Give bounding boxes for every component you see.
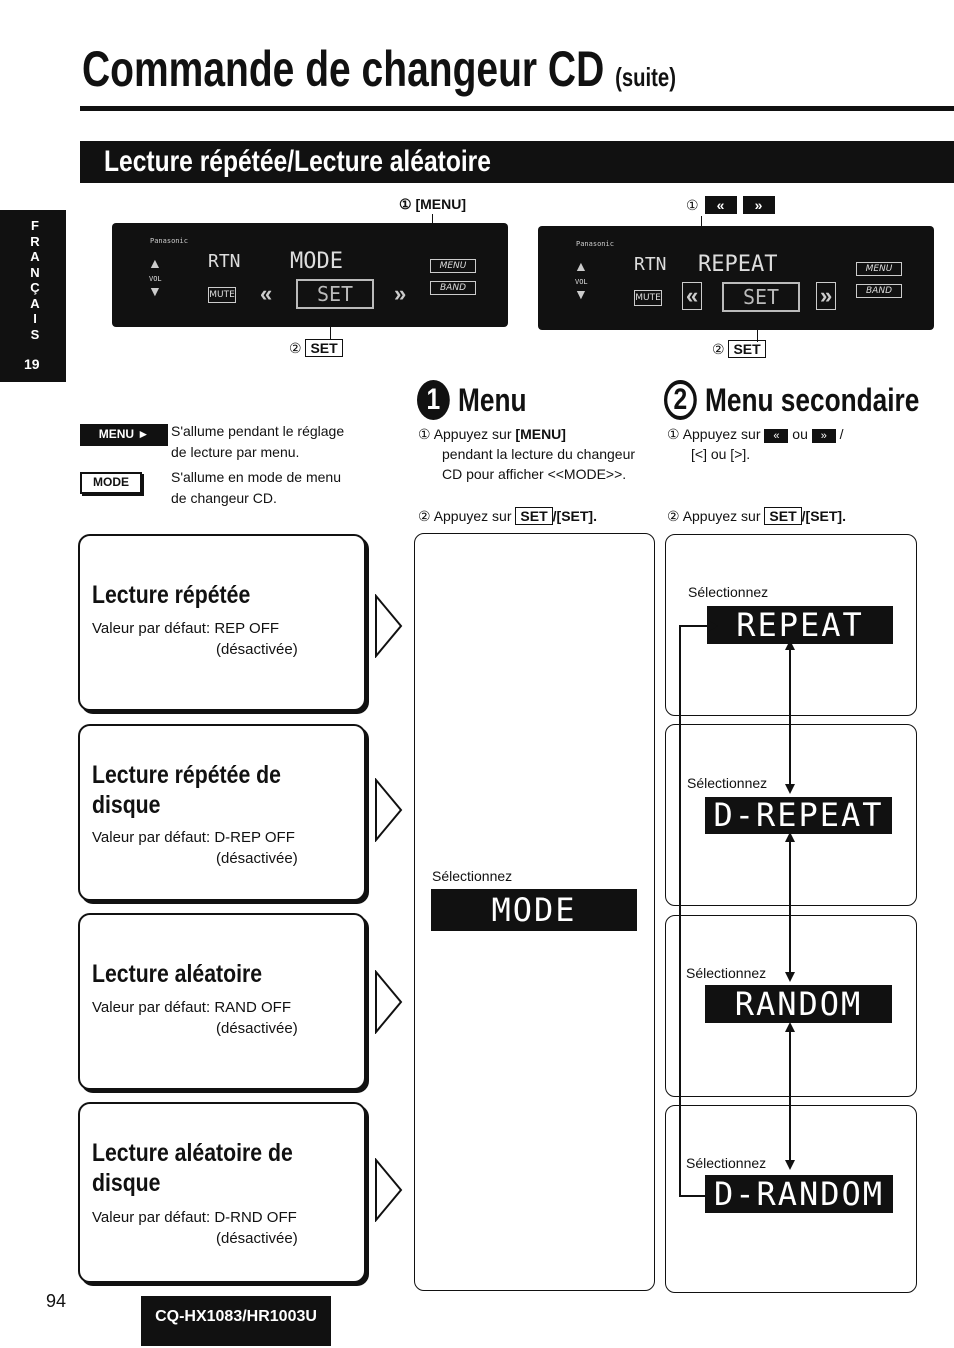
feature-title: Lecture aléatoire de disque: [92, 1139, 293, 1197]
rtn-label: RTN: [208, 251, 241, 272]
mode-indicator-text: S'allume en mode de menu de changeur CD.: [171, 469, 341, 506]
head-unit-display-right: Panasonic ▲ VOL ▼ RTN REPEAT MUTE « SET …: [538, 226, 934, 330]
next-arrow-icon[interactable]: »: [816, 282, 837, 310]
step1-instruction-1: ① Appuyez sur [MENU] pendant la lecture …: [418, 426, 636, 482]
title-suffix: (suite): [615, 62, 676, 92]
model-badge: CQ-HX1083/HR1003U: [141, 1296, 331, 1346]
step2-instruction-1: ① Appuyez sur « ou » / [<] ou [>].: [667, 426, 844, 462]
section-page-number: 19: [24, 356, 40, 372]
select-label: Sélectionnez: [688, 584, 769, 600]
lcd-mode: MODE: [290, 249, 343, 274]
prev-arrow-icon[interactable]: «: [682, 282, 703, 310]
section-title: Lecture répétée/Lecture aléatoire: [104, 145, 491, 178]
volume-up-icon: ▲: [574, 258, 588, 274]
menu-button[interactable]: MENU: [430, 259, 476, 273]
next-button-icon: »: [811, 429, 836, 443]
volume-down-icon: ▼: [148, 283, 162, 299]
lcd-disc-random-panel: D-RANDOM: [705, 1175, 893, 1213]
set-callout: ② SET: [712, 340, 766, 358]
menu-indicator-badge: MENU ►: [80, 424, 168, 446]
step1-heading: 1 Menu: [417, 380, 527, 420]
feature-title: Lecture répétée: [92, 581, 251, 609]
mute-button[interactable]: MUTE: [634, 290, 662, 306]
mode-indicator-badge: MODE: [80, 472, 142, 494]
feature-default: Valeur par défaut: D-REP OFF (désactivée…: [92, 829, 298, 867]
vol-label: VOL: [149, 275, 162, 283]
lcd-repeat-panel: REPEAT: [707, 606, 893, 644]
prev-arrow-icon: «: [260, 281, 273, 306]
vol-label: VOL: [575, 278, 588, 286]
rtn-label: RTN: [634, 254, 667, 275]
volume-up-icon: ▲: [148, 255, 162, 271]
flow-arrow-icon: [375, 1158, 403, 1222]
callout-line: [330, 310, 331, 340]
lcd-mode-panel: MODE: [431, 889, 637, 931]
flow-arrow-icon: [375, 594, 403, 658]
step2-title: Menu secondaire: [705, 381, 920, 418]
step1-number-icon: 1: [417, 380, 450, 420]
set-button[interactable]: SET: [722, 282, 800, 312]
flow-arrow-icon: [375, 970, 403, 1034]
head-unit-display-left: Panasonic ▲ VOL ▼ RTN MODE MUTE « SET » …: [112, 223, 508, 327]
page-title: Commande de changeur CD (suite): [82, 41, 676, 97]
page-number: 94: [46, 1291, 67, 1311]
step1-title: Menu: [458, 381, 527, 418]
next-arrow-icon: »: [394, 281, 407, 306]
step1-instruction-2: ② Appuyez sur SET/[SET].: [418, 507, 597, 525]
step1-column: [414, 533, 655, 1291]
select-label: Sélectionnez: [686, 965, 767, 981]
arrows-callout: ① « »: [686, 196, 775, 214]
set-button[interactable]: SET: [296, 279, 374, 309]
menu-button[interactable]: MENU: [856, 262, 902, 276]
lcd-repeat: REPEAT: [698, 252, 778, 277]
section-bar: [80, 141, 954, 183]
cycle-connector: [679, 620, 718, 1202]
prev-button-icon: «: [764, 429, 789, 443]
feature-title: Lecture aléatoire: [92, 960, 263, 988]
feature-default: Valeur par défaut: REP OFF (désactivée): [92, 620, 298, 658]
step2-number-icon: 2: [664, 380, 697, 420]
title-rule: [80, 106, 954, 111]
menu-callout: ① [MENU]: [399, 196, 466, 212]
feature-default: Valeur par défaut: D-RND OFF (désactivée…: [92, 1209, 298, 1247]
band-button[interactable]: BAND: [430, 281, 476, 295]
prev-button-icon: «: [704, 196, 737, 214]
callout-line: [757, 312, 758, 342]
feature-title: Lecture répétée de disque: [92, 761, 281, 819]
flow-arrow-icon: [375, 778, 403, 842]
step2-heading: 2 Menu secondaire: [664, 380, 919, 420]
brand-logo: Panasonic: [576, 240, 614, 248]
language-side-tab: F R A N Ç A I S 19: [0, 210, 66, 382]
next-button-icon: »: [742, 196, 775, 214]
step2-instruction-2: ② Appuyez sur SET/[SET].: [667, 507, 846, 525]
set-callout: ② SET: [289, 339, 343, 357]
feature-box-disc-random: Lecture aléatoire de disque Valeur par d…: [78, 1102, 366, 1283]
menu-indicator-text: S'allume pendant le réglage de lecture p…: [171, 423, 345, 460]
feature-default: Valeur par défaut: RAND OFF (désactivée): [92, 999, 298, 1037]
brand-logo: Panasonic: [150, 237, 188, 245]
select-label: Sélectionnez: [686, 1155, 767, 1171]
lcd-random-panel: RANDOM: [705, 985, 892, 1023]
select-label: Sélectionnez: [432, 868, 513, 884]
vertical-connector-arrows: [785, 640, 795, 1170]
language-letters: F R A N Ç A I S: [30, 218, 40, 342]
volume-down-icon: ▼: [574, 286, 588, 302]
feature-box-random: Lecture aléatoire Valeur par défaut: RAN…: [78, 913, 366, 1090]
feature-box-repeat: Lecture répétée Valeur par défaut: REP O…: [78, 534, 366, 711]
band-button[interactable]: BAND: [856, 284, 902, 298]
feature-box-disc-repeat: Lecture répétée de disque Valeur par déf…: [78, 724, 366, 901]
mute-button[interactable]: MUTE: [208, 287, 236, 303]
select-label: Sélectionnez: [687, 775, 768, 791]
lcd-disc-repeat-panel: D-REPEAT: [705, 797, 892, 834]
